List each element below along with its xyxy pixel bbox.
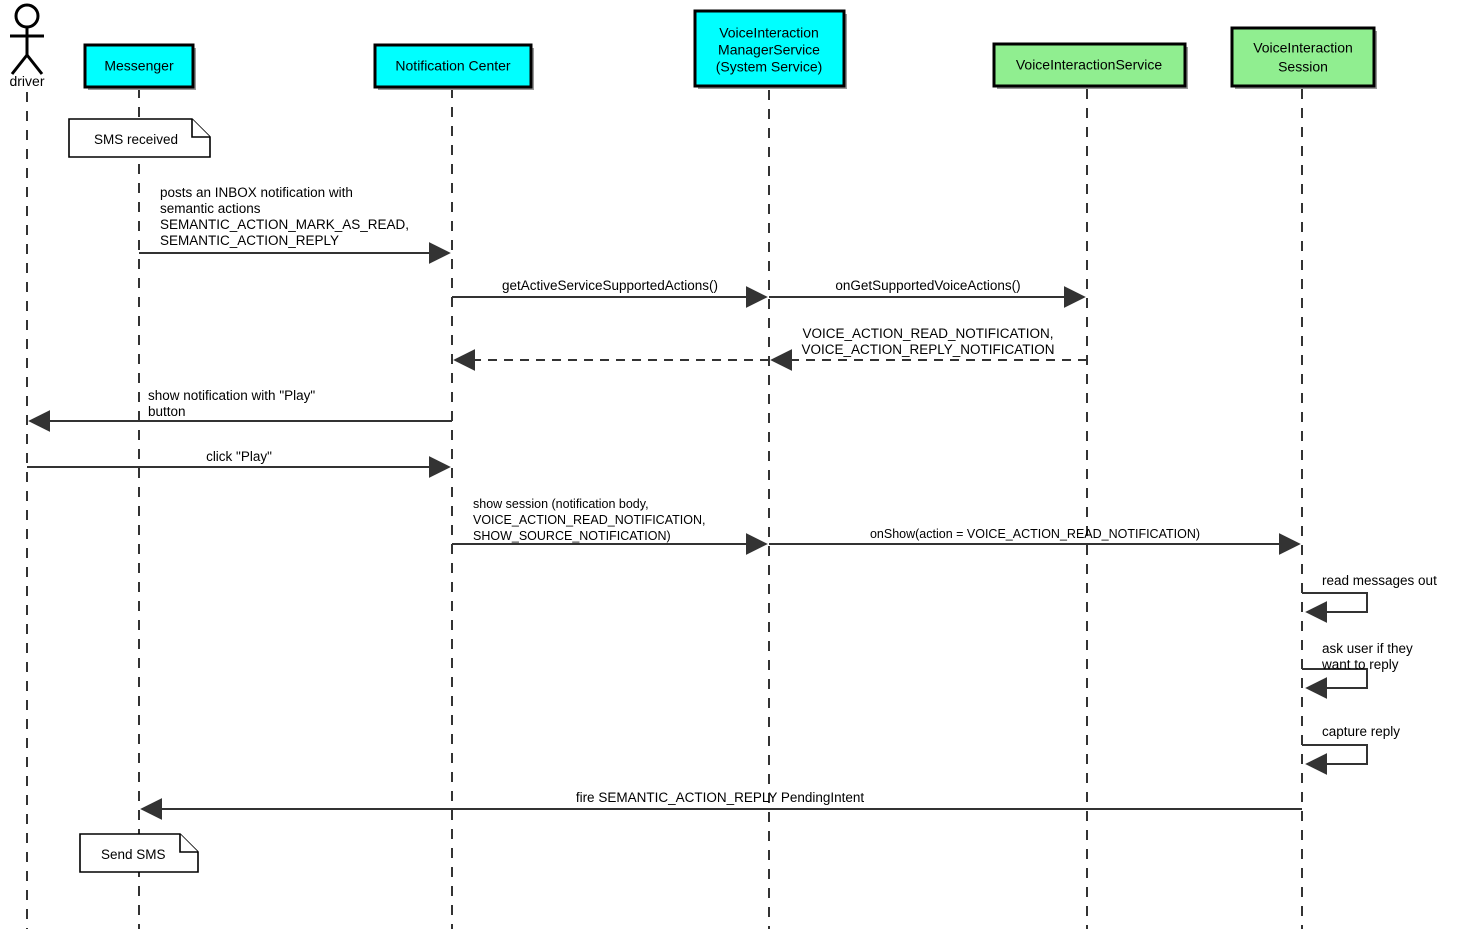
self-message-read-messages-out-label: read messages out — [1322, 573, 1437, 588]
participant-vims-label-line2: ManagerService — [718, 42, 820, 58]
participant-vis-box — [992, 42, 1187, 88]
self-message-ask-user-reply-label-line2: want to reply — [1321, 657, 1399, 672]
message-show-session-label-line1: show session (notification body, — [473, 497, 649, 511]
participant-messenger-label: Messenger — [104, 58, 174, 74]
participant-notification-center-box — [373, 43, 533, 89]
message-get-active-service-supported-actions-label: getActiveServiceSupportedActions() — [502, 278, 718, 293]
message-show-notification-play[interactable]: show notification with "Play" button — [28, 388, 452, 432]
participant-vis[interactable]: VoiceInteractionService — [992, 42, 1188, 89]
message-post-notification-label-line3: SEMANTIC_ACTION_MARK_AS_READ, — [160, 217, 409, 232]
participant-vims-box — [693, 9, 846, 88]
participant-session-label-line2: Session — [1278, 59, 1328, 75]
actor-head-icon — [14, 3, 40, 29]
note-sms-received-shape — [68, 118, 211, 158]
message-on-get-supported-voice-actions[interactable]: onGetSupportedVoiceActions() — [769, 278, 1086, 308]
participant-session[interactable]: VoiceInteraction Session — [1230, 26, 1377, 89]
self-message-ask-user-reply[interactable]: ask user if they want to reply — [1302, 641, 1413, 699]
participant-notification-center[interactable]: Notification Center — [373, 43, 534, 90]
message-show-notification-play-label-line1: show notification with "Play" — [148, 388, 315, 403]
message-fire-semantic-action-reply[interactable]: fire SEMANTIC_ACTION_REPLY PendingIntent — [140, 790, 1302, 820]
participant-vims-label-line3: (System Service) — [716, 59, 823, 75]
message-show-notification-play-label-line2: button — [148, 404, 186, 419]
message-fire-semantic-action-reply-label: fire SEMANTIC_ACTION_REPLY PendingIntent — [576, 790, 865, 805]
participant-session-box — [1230, 26, 1376, 88]
participant-session-label-line1: VoiceInteraction — [1253, 40, 1353, 56]
note-send-sms-text: Send SMS — [101, 847, 166, 862]
self-message-ask-user-reply-loop — [1302, 668, 1368, 699]
note-send-sms-fold-icon — [179, 834, 198, 853]
message-return-voice-actions-to-vims[interactable]: VOICE_ACTION_READ_NOTIFICATION, VOICE_AC… — [770, 326, 1087, 371]
note-send-sms-shape — [79, 833, 199, 873]
participant-vims[interactable]: VoiceInteraction ManagerService (System … — [693, 9, 847, 89]
self-message-read-messages-out-loop — [1302, 592, 1368, 623]
message-click-play-label: click "Play" — [206, 449, 272, 464]
note-sms-received-text: SMS received — [94, 132, 178, 147]
actor-driver-label: driver — [9, 73, 44, 89]
self-message-capture-reply[interactable]: capture reply — [1302, 724, 1400, 775]
message-post-notification-label-line4: SEMANTIC_ACTION_REPLY — [160, 233, 339, 248]
message-post-notification-label-line2: semantic actions — [160, 201, 261, 216]
message-get-active-service-supported-actions[interactable]: getActiveServiceSupportedActions() — [452, 278, 768, 308]
actor-leg-left-icon — [10, 54, 29, 75]
participant-vims-label-line1: VoiceInteraction — [719, 25, 819, 41]
participant-notification-center-label: Notification Center — [395, 58, 511, 74]
message-on-show[interactable]: onShow(action = VOICE_ACTION_READ_NOTIFI… — [769, 527, 1301, 555]
actor-driver[interactable]: driver — [9, 3, 45, 89]
message-post-notification[interactable]: posts an INBOX notification with semanti… — [139, 185, 451, 264]
message-return-voice-actions-to-vims-label-line1: VOICE_ACTION_READ_NOTIFICATION, — [802, 326, 1053, 341]
participant-messenger[interactable]: Messenger — [83, 43, 196, 90]
message-on-get-supported-voice-actions-label: onGetSupportedVoiceActions() — [835, 278, 1020, 293]
participant-vis-label: VoiceInteractionService — [1016, 57, 1163, 73]
message-return-voice-actions-to-vims-label-line2: VOICE_ACTION_REPLY_NOTIFICATION — [801, 342, 1054, 357]
actor-leg-right-icon — [25, 54, 44, 75]
message-show-session[interactable]: show session (notification body, VOICE_A… — [452, 497, 768, 555]
lifelines-group — [26, 88, 1303, 929]
self-message-capture-reply-label: capture reply — [1322, 724, 1400, 739]
note-send-sms: Send SMS — [79, 833, 199, 873]
self-message-capture-reply-loop — [1302, 744, 1368, 775]
message-on-show-label: onShow(action = VOICE_ACTION_READ_NOTIFI… — [870, 527, 1200, 541]
message-post-notification-label-line1: posts an INBOX notification with — [160, 185, 353, 200]
note-sms-received: SMS received — [68, 118, 211, 158]
participant-messenger-box — [83, 43, 195, 89]
self-message-read-messages-out[interactable]: read messages out — [1302, 573, 1437, 623]
message-show-session-label-line3: SHOW_SOURCE_NOTIFICATION) — [473, 529, 671, 543]
self-message-ask-user-reply-label-line1: ask user if they — [1322, 641, 1413, 656]
message-click-play[interactable]: click "Play" — [27, 449, 451, 478]
message-show-session-label-line2: VOICE_ACTION_READ_NOTIFICATION, — [473, 513, 705, 527]
note-sms-received-fold-icon — [191, 119, 210, 138]
